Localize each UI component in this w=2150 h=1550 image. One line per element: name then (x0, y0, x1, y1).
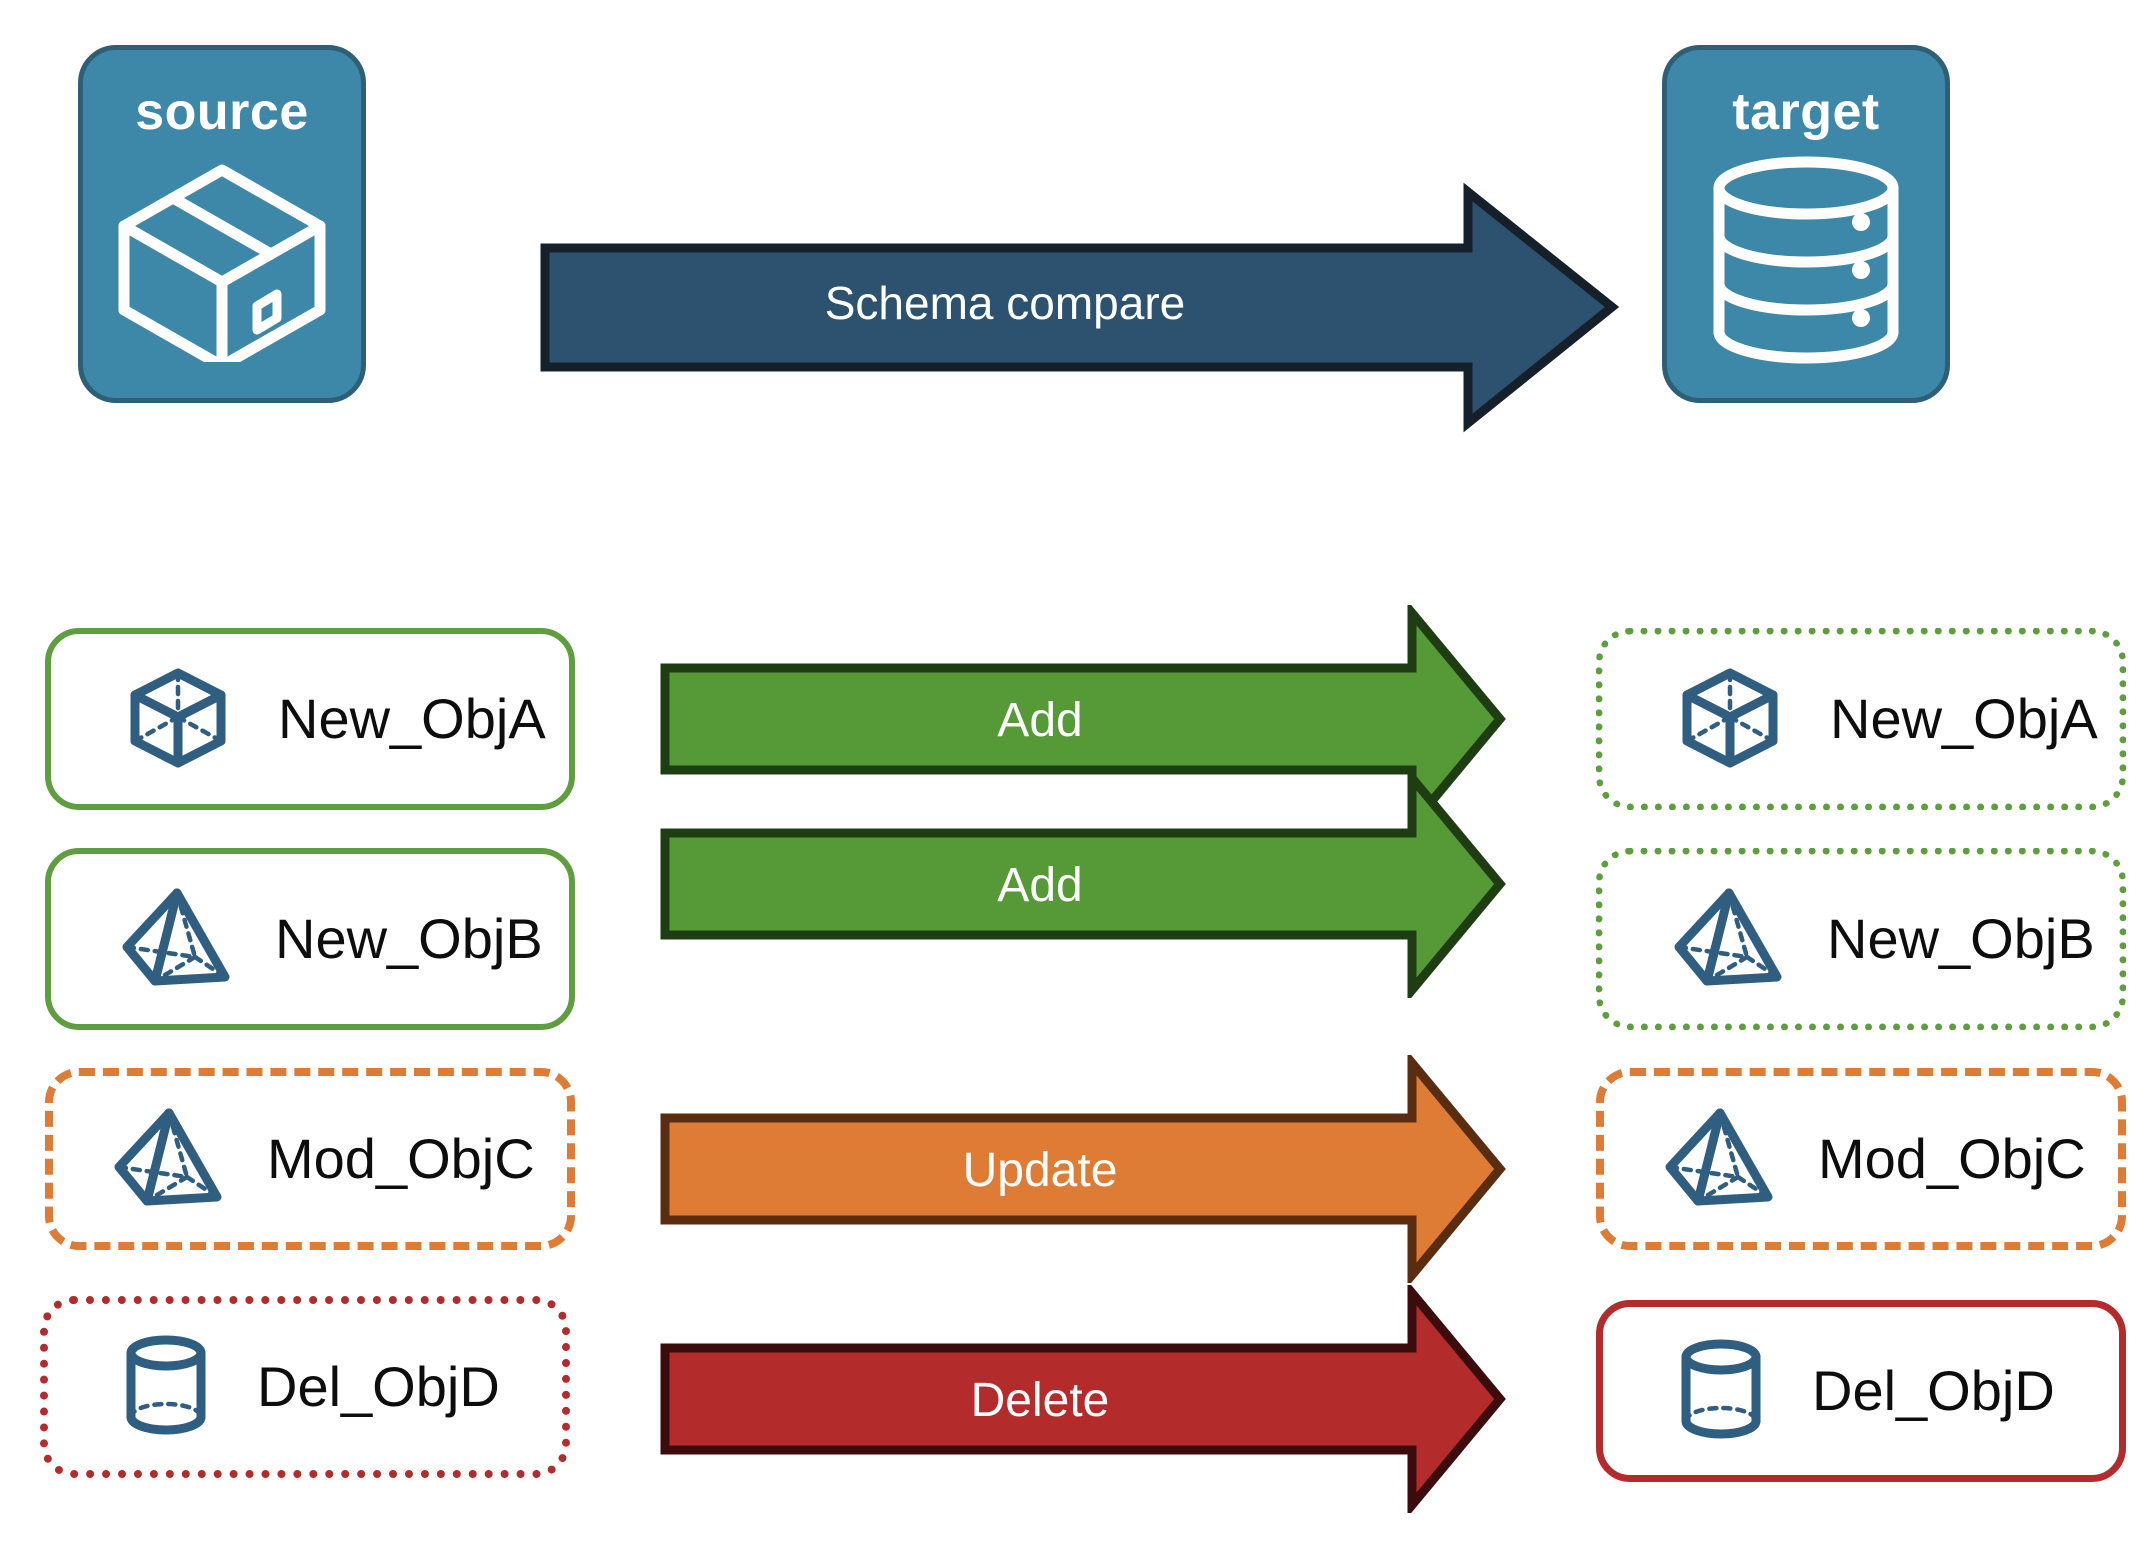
target-object-label-4: Del_ObjD (1812, 1359, 2055, 1422)
target-object-pill-2[interactable]: New_ObjB (1596, 848, 2126, 1030)
target-object-label-3: Mod_ObjC (1818, 1127, 2086, 1190)
source-object-pill-3[interactable]: Mod_ObjC (45, 1068, 575, 1250)
schema-compare-arrow: Schema compare (540, 180, 1620, 435)
source-object-pill-2[interactable]: New_ObjB (45, 848, 575, 1030)
action-arrow-delete-4[interactable]: Delete (660, 1280, 1520, 1518)
target-endpoint-label: target (1732, 83, 1880, 141)
action-arrow-label-4: Delete (970, 1374, 1110, 1427)
target-object-label-1: New_ObjA (1830, 687, 2098, 750)
source-object-pill-4[interactable]: Del_ObjD (40, 1296, 570, 1478)
source-object-label-1: New_ObjA (278, 687, 546, 750)
cylinder-wireframe-icon (123, 1333, 209, 1442)
action-arrow-add-2[interactable]: Add (660, 765, 1520, 1003)
source-endpoint-label: source (135, 83, 309, 141)
action-arrow-label-3: Update (962, 1144, 1118, 1197)
cylinder-wireframe-icon (1678, 1337, 1764, 1446)
action-arrow-update-3[interactable]: Update (660, 1050, 1520, 1288)
target-object-pill-3[interactable]: Mod_ObjC (1596, 1068, 2126, 1250)
target-object-pill-4[interactable]: Del_ObjD (1596, 1300, 2126, 1482)
source-object-label-4: Del_ObjD (257, 1355, 500, 1418)
pyramid-wireframe-icon (113, 1105, 225, 1214)
source-object-label-2: New_ObjB (275, 907, 543, 970)
source-object-label-3: Mod_ObjC (267, 1127, 535, 1190)
target-endpoint-card: target (1662, 45, 1950, 403)
action-arrow-label-1: Add (997, 694, 1083, 747)
source-object-pill-1[interactable]: New_ObjA (45, 628, 575, 810)
cube-wireframe-icon (1678, 665, 1782, 774)
box-3d-icon (107, 152, 337, 372)
action-arrow-label-2: Add (997, 859, 1083, 912)
action-arrow-add-1[interactable]: Add (660, 600, 1520, 838)
pyramid-wireframe-icon (1664, 1105, 1776, 1214)
pyramid-wireframe-icon (1673, 885, 1785, 994)
pyramid-wireframe-icon (121, 885, 233, 994)
target-object-pill-1[interactable]: New_ObjA (1596, 628, 2126, 810)
source-endpoint-card: source (78, 45, 366, 403)
database-cylinder-icon (1701, 156, 1911, 369)
cube-wireframe-icon (126, 665, 230, 774)
schema-compare-label: Schema compare (824, 277, 1186, 329)
target-object-label-2: New_ObjB (1827, 907, 2095, 970)
